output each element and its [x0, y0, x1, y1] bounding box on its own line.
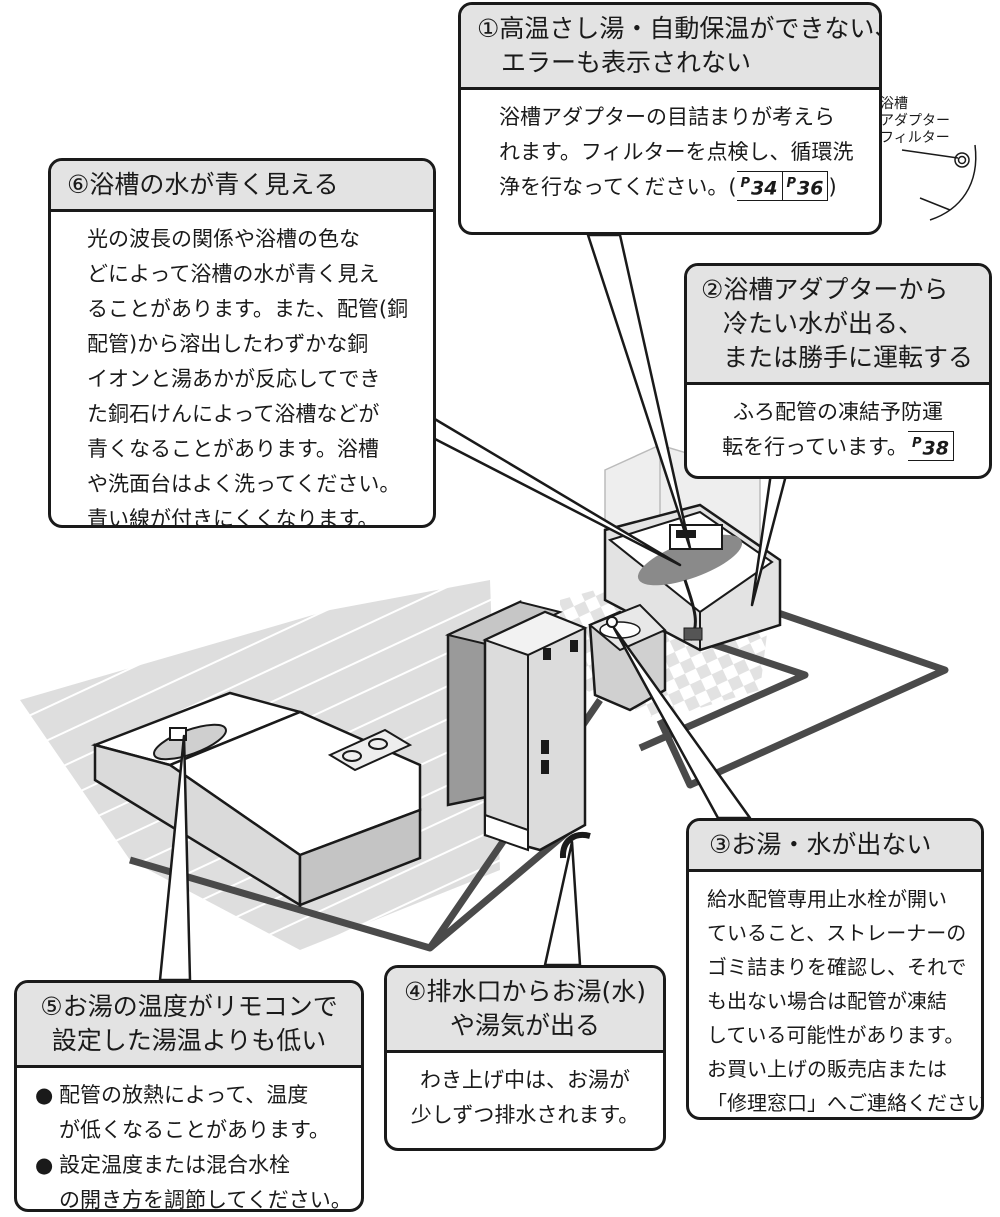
- page-ref-36[interactable]: P36: [782, 170, 829, 201]
- callout-no-water-body: 給水配管専用止水栓が開い ていること、ストレーナーの ゴミ詰まりを確認し、それで…: [689, 872, 984, 1117]
- callout-cold-water: ②浴槽アダプターから 冷たい水が出る、 または勝手に運転する ふろ配管の凍結予防…: [684, 263, 992, 479]
- filter-inset-drawing: [901, 144, 977, 221]
- body-line: 浄を行なってください。(: [499, 175, 737, 199]
- callout-low-temperature-body: ● 配管の放熱によって、温度 が低くなることがあります。 ● 設定温度または混合…: [17, 1068, 361, 1209]
- body-line: 転を行っています。: [722, 435, 908, 459]
- callout-no-water: ③お湯・水が出ない 給水配管専用止水栓が開い ていること、ストレーナーの ゴミ詰…: [686, 818, 984, 1120]
- close-paren: ): [828, 175, 837, 199]
- body-line: 少しずつ排水されます。: [410, 1103, 640, 1127]
- body-line: 青い線が付きにくくなります。: [87, 507, 379, 528]
- callout-low-temperature: ⑤お湯の温度がリモコンで 設定した湯温よりも低い ● 配管の放熱によって、温度 …: [14, 980, 364, 1212]
- callout-no-reheat-body: 浴槽アダプターの目詰まりが考えら れます。フィルターを点検し、循環洗 浄を行なっ…: [461, 90, 879, 215]
- body-line: わき上げ中は、お湯が: [420, 1068, 630, 1092]
- body-line: ふろ配管の凍結予防運: [733, 400, 943, 424]
- body-line: お買い上げの販売店または: [707, 1057, 947, 1081]
- body-line: どによって浴槽の水が青く見え: [87, 262, 380, 286]
- body-line: や洗面台はよく洗ってください。: [87, 472, 401, 496]
- body-line: も出ない場合は配管が凍結: [707, 989, 947, 1013]
- title-line: 設定した湯温よりも低い: [51, 1026, 327, 1055]
- callout-no-reheat: ①高温さし湯・自動保温ができない、 エラーも表示されない 浴槽アダプターの目詰ま…: [458, 2, 882, 235]
- filter-inset: 浴槽 アダプター フィルター: [880, 96, 990, 226]
- body-line: している可能性があります。: [707, 1023, 965, 1047]
- bullet-item: ● 配管の放熱によって、温度 が低くなることがあります。: [35, 1078, 355, 1148]
- callout-blue-water: ⑥浴槽の水が青く見える 光の波長の関係や浴槽の色な どによって浴槽の水が青く見え…: [48, 158, 436, 528]
- body-line: 浴槽アダプターの目詰まりが考えら: [499, 105, 835, 129]
- body-line: 配管)から溶出したわずかな銅: [87, 332, 369, 356]
- title-line: ②浴槽アダプターから: [701, 275, 949, 304]
- callout-cold-water-body: ふろ配管の凍結予防運 転を行っています。P38: [687, 385, 989, 475]
- body-line: ていること、ストレーナーの: [707, 921, 967, 945]
- callout-no-reheat-title: ①高温さし湯・自動保温ができない、 エラーも表示されない: [461, 5, 879, 90]
- body-line: れます。フィルターを点検し、循環洗: [499, 140, 854, 164]
- title-line: ⑤お湯の温度がリモコンで: [40, 992, 338, 1021]
- body-line: 青くなることがあります。浴槽: [87, 437, 379, 461]
- title-line: ④排水口からお湯(水): [404, 977, 646, 1006]
- body-line: た銅石けんによって浴槽などが: [87, 402, 380, 426]
- callout-pointers: [158, 233, 814, 982]
- callout-blue-water-title: ⑥浴槽の水が青く見える: [51, 161, 433, 212]
- hot-water-tank: [482, 610, 588, 852]
- page-ref-38[interactable]: P38: [907, 430, 954, 461]
- body-line: イオンと湯あかが反応してでき: [87, 367, 381, 391]
- title-line: または勝手に運転する: [723, 343, 974, 372]
- body-line: ゴミ詰まりを確認し、それで: [707, 955, 967, 979]
- filter-inset-label: 浴槽 アダプター フィルター: [880, 96, 950, 146]
- body-line: 給水配管専用止水栓が開い: [707, 887, 947, 911]
- callout-cold-water-title: ②浴槽アダプターから 冷たい水が出る、 または勝手に運転する: [687, 266, 989, 385]
- callout-drain-steam-body: わき上げ中は、お湯が 少しずつ排水されます。: [387, 1053, 663, 1143]
- body-line: 光の波長の関係や浴槽の色な: [87, 227, 360, 251]
- body-line: 「修理窓口」へご連絡ください。: [707, 1091, 984, 1115]
- page-ref-34[interactable]: P34: [736, 170, 783, 201]
- callout-drain-steam: ④排水口からお湯(水) や湯気が出る わき上げ中は、お湯が 少しずつ排水されます…: [384, 965, 666, 1151]
- callout-drain-steam-title: ④排水口からお湯(水) や湯気が出る: [387, 968, 663, 1053]
- title-line: ①高温さし湯・自動保温ができない、: [477, 14, 882, 43]
- callout-blue-water-body: 光の波長の関係や浴槽の色な どによって浴槽の水が青く見え ることがあります。また…: [51, 212, 433, 528]
- body-line: ることがあります。また、配管(銅: [87, 297, 409, 321]
- callout-no-water-title: ③お湯・水が出ない: [689, 821, 981, 872]
- title-line: や湯気が出る: [449, 1011, 600, 1040]
- kitchen-counter: [90, 691, 422, 908]
- bullet-icon: ●: [35, 1153, 54, 1177]
- title-line: 冷たい水が出る、: [723, 309, 924, 338]
- bullet-icon: ●: [35, 1083, 54, 1107]
- title-line: エラーも表示されない: [501, 48, 752, 77]
- callout-low-temperature-title: ⑤お湯の温度がリモコンで 設定した湯温よりも低い: [17, 983, 361, 1068]
- bullet-item: ● 設定温度または混合水栓 の開き方を調節してください。: [35, 1148, 355, 1209]
